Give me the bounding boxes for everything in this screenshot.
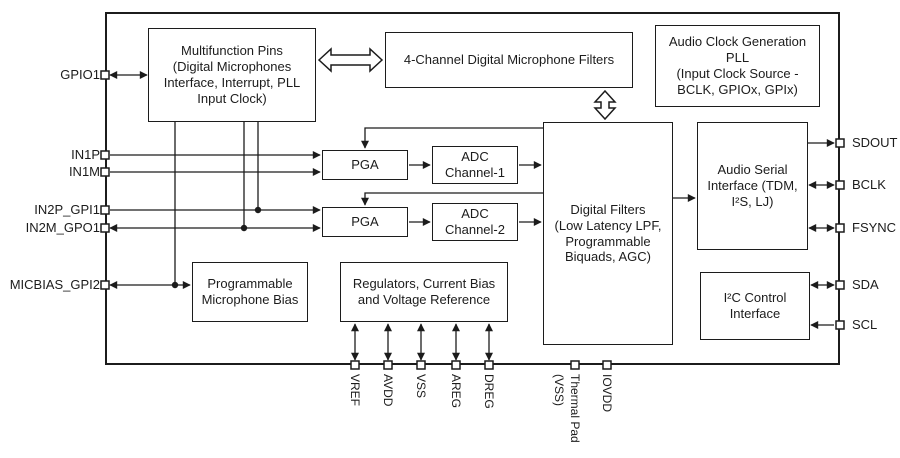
block-digital-filters: Digital Filters (Low Latency LPF, Progra…	[543, 122, 673, 345]
pin-label-bclk: BCLK	[852, 177, 886, 192]
pin-square-in1m	[100, 167, 110, 177]
pin-label-fsync: FSYNC	[852, 220, 897, 235]
block-i2c-control-label: I²C Control Interface	[723, 290, 787, 321]
block-regulators-label: Regulators, Current Bias and Voltage Ref…	[352, 276, 496, 307]
pin-label-iovdd: IOVDD	[600, 374, 614, 413]
pin-squares	[100, 70, 845, 370]
block-audio-serial-interface-label: Audio Serial Interface (TDM, I²S, LJ)	[707, 162, 798, 209]
pin-square-scl	[835, 320, 845, 330]
pin-label-in1p: IN1P	[71, 147, 100, 162]
bidirectional-bus-arrow-micfilters-digitalfilters	[593, 89, 617, 121]
pin-square-in2m-gpo1	[100, 223, 110, 233]
block-audio-clock-pll: Audio Clock Generation PLL (Input Clock …	[655, 25, 820, 107]
pin-label-in1m: IN1M	[68, 164, 100, 179]
block-4ch-digital-mic-filters-label: 4-Channel Digital Microphone Filters	[403, 52, 615, 68]
block-pga-1: PGA	[322, 150, 408, 180]
block-pga-2-label: PGA	[351, 214, 379, 230]
block-4ch-digital-mic-filters: 4-Channel Digital Microphone Filters	[385, 32, 633, 88]
pin-label-vref: VREF	[348, 374, 362, 407]
right-wires	[808, 139, 835, 329]
pin-square-bclk	[835, 180, 845, 190]
pin-label-areg: AREG	[449, 374, 463, 409]
bidirectional-bus-arrow-multifunction-micfilters	[317, 47, 384, 73]
pin-label-thermal-pad: Thermal Pad (VSS)	[552, 374, 582, 443]
pin-label-vss: VSS	[414, 374, 428, 399]
pin-label-in2m-gpo1: IN2M_GPO1	[25, 220, 100, 235]
pin-square-micbias-gpi2	[100, 280, 110, 290]
pin-square-vss	[416, 360, 426, 370]
pin-label-in2p-gpi1: IN2P_GPI1	[34, 202, 100, 217]
pin-square-vref	[350, 360, 360, 370]
pin-square-areg	[451, 360, 461, 370]
block-adc-channel-1-label: ADC Channel-1	[445, 149, 505, 180]
junction-dot-in2p	[254, 206, 262, 214]
block-adc-channel-2-label: ADC Channel-2	[445, 206, 505, 237]
block-audio-clock-pll-label: Audio Clock Generation PLL (Input Clock …	[668, 34, 807, 97]
block-multifunction-pins-label: Multifunction Pins (Digital Microphones …	[163, 43, 301, 106]
pin-label-sda: SDA	[852, 277, 879, 292]
pin-square-fsync	[835, 223, 845, 233]
block-digital-filters-label: Digital Filters (Low Latency LPF, Progra…	[554, 201, 662, 265]
pin-square-iovdd	[602, 360, 612, 370]
wire-agc-to-pga2	[361, 192, 543, 206]
pin-square-in1p	[100, 150, 110, 160]
pin-label-sdout: SDOUT	[852, 135, 898, 150]
pin-label-avdd: AVDD	[381, 374, 395, 407]
block-i2c-control: I²C Control Interface	[700, 272, 810, 340]
block-audio-serial-interface: Audio Serial Interface (TDM, I²S, LJ)	[697, 122, 808, 250]
block-adc-channel-1: ADC Channel-1	[432, 146, 518, 184]
pin-square-sdout	[835, 138, 845, 148]
wire-agc-to-pga1	[361, 127, 543, 149]
supply-wires	[351, 323, 493, 361]
block-programmable-mic-bias: Programmable Microphone Bias	[192, 262, 308, 322]
pin-square-thermal-pad	[570, 360, 580, 370]
pin-square-gpio1	[100, 70, 110, 80]
junction-dot-micbias	[171, 281, 179, 289]
junction-dots	[171, 206, 262, 289]
junction-dot-in2m	[240, 224, 248, 232]
block-programmable-mic-bias-label: Programmable Microphone Bias	[201, 276, 299, 307]
block-adc-channel-2: ADC Channel-2	[432, 203, 518, 241]
pin-label-scl: SCL	[852, 317, 878, 332]
pin-square-avdd	[383, 360, 393, 370]
pin-square-in2p-gpi1	[100, 205, 110, 215]
block-pga-2: PGA	[322, 207, 408, 237]
block-pga-1-label: PGA	[351, 157, 379, 173]
pin-label-micbias-gpi2: MICBIAS_GPI2	[9, 277, 100, 292]
signal-chain-wires	[361, 127, 696, 226]
block-multifunction-pins: Multifunction Pins (Digital Microphones …	[148, 28, 316, 122]
bus-arrows	[317, 47, 617, 121]
pin-square-sda	[835, 280, 845, 290]
pin-label-gpio1: GPIO1	[60, 67, 100, 82]
pin-label-dreg: DREG	[482, 374, 496, 409]
pin-square-dreg	[484, 360, 494, 370]
block-regulators: Regulators, Current Bias and Voltage Ref…	[340, 262, 508, 322]
